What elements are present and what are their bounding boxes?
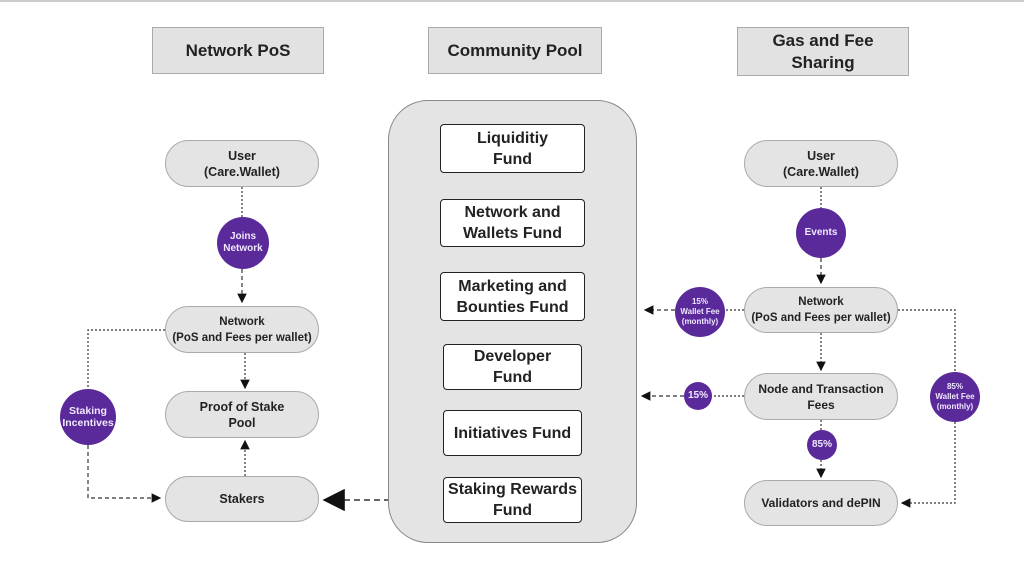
fund-staking-rewards: Staking Rewards Fund [443,477,582,523]
fund-initiatives: Initiatives Fund [443,410,582,456]
right-network-node: Network (PoS and Fees per wallet) [744,287,898,333]
top-divider [0,0,1024,2]
header-community-pool: Community Pool [428,27,602,74]
events-badge: Events [796,208,846,258]
community-pool-container [388,100,637,543]
wallet-fee-85-badge: 85% Wallet Fee (monthly) [930,372,980,422]
connector [87,329,165,389]
staking-incentives-badge: Staking Incentives [60,389,116,445]
connector [87,445,162,503]
right-user-node: User (Care.Wallet) [744,140,898,187]
left-network-node: Network (PoS and Fees per wallet) [165,306,319,353]
connector [900,422,956,508]
fund-network-wallets: Network and Wallets Fund [440,199,585,247]
fund-liquidity: Liquiditiy Fund [440,124,585,173]
fee-85-badge: 85% [807,430,837,460]
left-user-node: User (Care.Wallet) [165,140,319,187]
header-gas-fee-sharing: Gas and Fee Sharing [737,27,909,76]
joins-network-badge: Joins Network [217,217,269,269]
wallet-fee-15-badge: 15% Wallet Fee (monthly) [675,287,725,337]
fund-marketing-bounties: Marketing and Bounties Fund [440,272,585,321]
node-transaction-fees-node: Node and Transaction Fees [744,373,898,420]
fund-developer: Developer Fund [443,344,582,390]
validators-depin-node: Validators and dePIN [744,480,898,526]
connector [898,309,956,372]
fee-15-badge: 15% [684,382,712,410]
header-network-pos: Network PoS [152,27,324,74]
proof-of-stake-pool-node: Proof of Stake Pool [165,391,319,438]
stakers-node: Stakers [165,476,319,522]
